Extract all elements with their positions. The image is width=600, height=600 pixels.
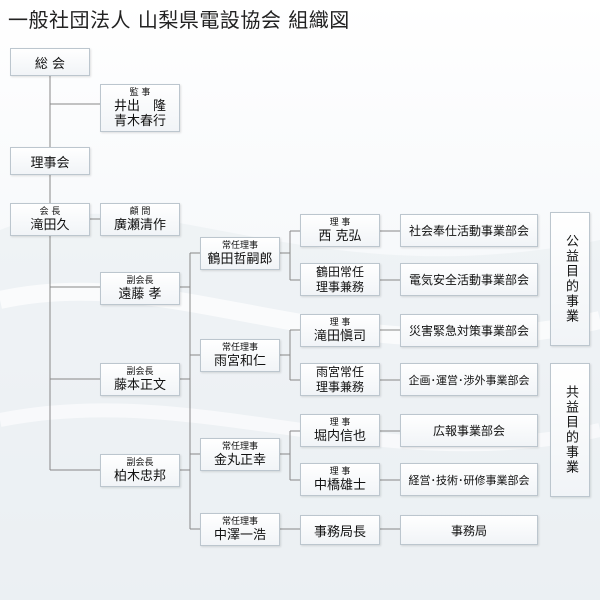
node-line: 理事兼務 (315, 279, 364, 294)
node-role: 理 事 (329, 417, 351, 428)
node-role: 副会長 (126, 275, 154, 286)
node-role: 常任理事 (221, 240, 258, 251)
node-name: 滝田愼司 (313, 328, 366, 344)
node-name: 滝田久 (30, 217, 70, 233)
node-role: 常任理事 (221, 516, 258, 527)
node-kaichou: 会 長 滝田久 (10, 203, 90, 236)
node-role: 理 事 (329, 466, 351, 477)
node-label: 理事会 (30, 155, 70, 171)
node-kansa: 監 事 井出 隆 青木春行 (100, 84, 180, 132)
node-dept-1: 社会奉仕活動事業部会 (400, 214, 538, 247)
group-kyoeki: 共益目的事業 (550, 363, 590, 497)
node-label: 事務局 (450, 523, 487, 538)
node-fukukaichou-2: 副会長 藤本正文 (100, 363, 180, 396)
group-koeki: 公益目的事業 (550, 212, 590, 346)
node-line: 雨宮常任 (315, 364, 364, 379)
node-riji-5: 理 事 堀内信也 (300, 414, 380, 447)
node-name: 西 克弘 (318, 228, 362, 244)
node-name: 堀内信也 (313, 428, 366, 444)
node-dept-4: 企画･運営･渉外事業部会 (400, 363, 538, 396)
node-role: 会 長 (39, 206, 61, 217)
node-role: 常任理事 (221, 342, 258, 353)
node-label: 災害緊急対策事業部会 (408, 324, 529, 338)
node-name: 鶴田哲嗣郎 (207, 251, 273, 267)
node-komon: 顧 問 廣瀬清作 (100, 203, 180, 236)
group-label: 共益目的事業 (563, 385, 578, 475)
node-jonin-3: 常任理事 金丸正幸 (200, 438, 280, 471)
node-role: 常任理事 (221, 441, 258, 452)
node-rijikai: 理事会 (10, 147, 90, 175)
node-label: 総 会 (34, 56, 66, 72)
node-dept-2: 電気安全活動事業部会 (400, 263, 538, 296)
node-name: 柏木忠邦 (113, 468, 166, 484)
node-label: 社会奉仕活動事業部会 (408, 224, 529, 238)
node-line: 鶴田常任 (315, 264, 364, 279)
node-name: 金丸正幸 (213, 452, 266, 468)
node-jimukyokuchou: 事務局長 (300, 515, 380, 545)
node-name: 井出 隆 (113, 98, 166, 114)
node-riji-4: 雨宮常任 理事兼務 (300, 363, 380, 396)
node-riji-2: 鶴田常任 理事兼務 (300, 263, 380, 296)
node-role: 副会長 (126, 457, 154, 468)
node-role: 顧 問 (129, 206, 151, 217)
node-fukukaichou-1: 副会長 遠藤 孝 (100, 272, 180, 305)
node-jonin-2: 常任理事 雨宮和仁 (200, 339, 280, 372)
node-jonin-1: 常任理事 鶴田哲嗣郎 (200, 237, 280, 270)
node-dept-3: 災害緊急対策事業部会 (400, 314, 538, 347)
node-label: 企画･運営･渉外事業部会 (408, 373, 530, 387)
node-role: 副会長 (126, 366, 154, 377)
node-label: 広報事業部会 (432, 424, 505, 438)
node-label: 経営･技術･研修事業部会 (408, 473, 530, 487)
node-fukukaichou-3: 副会長 柏木忠邦 (100, 454, 180, 487)
node-name: 遠藤 孝 (118, 286, 162, 302)
node-label: 電気安全活動事業部会 (408, 273, 529, 287)
page-title: 一般社団法人 山梨県電設協会 組織図 (8, 8, 350, 32)
group-label: 公益目的事業 (563, 234, 578, 324)
node-name: 青木春行 (113, 113, 166, 129)
node-role: 理 事 (329, 217, 351, 228)
node-jonin-4: 常任理事 中澤一浩 (200, 513, 280, 546)
node-dept-6: 経営･技術･研修事業部会 (400, 463, 538, 496)
node-name: 廣瀬清作 (113, 217, 166, 233)
node-name: 雨宮和仁 (213, 353, 266, 369)
node-riji-3: 理 事 滝田愼司 (300, 314, 380, 347)
node-name: 中澤一浩 (213, 527, 266, 543)
node-dept-5: 広報事業部会 (400, 414, 538, 447)
node-riji-1: 理 事 西 克弘 (300, 214, 380, 247)
node-label: 事務局長 (313, 524, 366, 540)
node-role: 監 事 (129, 87, 151, 98)
node-jimukyoku: 事務局 (400, 515, 538, 545)
node-soukai: 総 会 (10, 48, 90, 76)
node-line: 理事兼務 (315, 379, 364, 394)
node-name: 藤本正文 (113, 377, 166, 393)
node-name: 中橋雄士 (313, 477, 366, 493)
node-riji-6: 理 事 中橋雄士 (300, 463, 380, 496)
node-role: 理 事 (329, 317, 351, 328)
